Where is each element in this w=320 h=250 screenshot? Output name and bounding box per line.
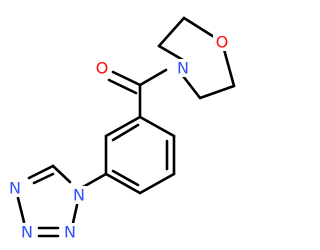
bond-n1-c5 [51, 164, 72, 184]
atom-label-n-morpholine: N [177, 59, 189, 78]
bond-ar-4 [104, 172, 142, 195]
atom-label-o-ring: O [216, 33, 229, 52]
bond-aryl-tetrazole [81, 172, 108, 189]
bond-n-c1 [157, 44, 185, 62]
atom-labels: O N O N N N N [6, 33, 231, 242]
atom-label-n4-tetrazole: N [9, 179, 21, 198]
bond-c5-n4-b [32, 172, 55, 185]
bond-ar-inner-2 [111, 169, 140, 187]
atom-label-n1-tetrazole: N [73, 186, 85, 205]
benzene-ring [104, 115, 176, 195]
bond-n4-n3 [16, 196, 26, 224]
bond-carbonyl-o-a [111, 70, 142, 87]
bond-ar-inner-3 [111, 123, 140, 142]
atom-label-o-carbonyl: O [96, 59, 109, 78]
morpholine-ring [157, 16, 236, 100]
amide-group [107, 68, 168, 119]
bond-ar-1 [138, 115, 176, 138]
bond-c5-n4-a [27, 164, 55, 180]
bond-n-carbonyl [138, 68, 168, 87]
bond-c3-c4 [198, 84, 236, 100]
tetrazole-ring [16, 164, 79, 238]
molecule-drawing: O N O N N N N [6, 16, 236, 242]
structure-diagram: O N O N N N N [6, 16, 236, 242]
bond-ar-6 [104, 115, 142, 138]
atom-label-n2-tetrazole: N [64, 223, 76, 242]
bond-carbonyl-o-b [107, 78, 138, 95]
bond-n2-n1 [71, 203, 79, 225]
atom-label-n3-tetrazole: N [21, 223, 33, 242]
bond-ar-3 [138, 172, 176, 195]
bond-c1-c2 [157, 16, 186, 48]
bond-c4-n [181, 74, 202, 100]
